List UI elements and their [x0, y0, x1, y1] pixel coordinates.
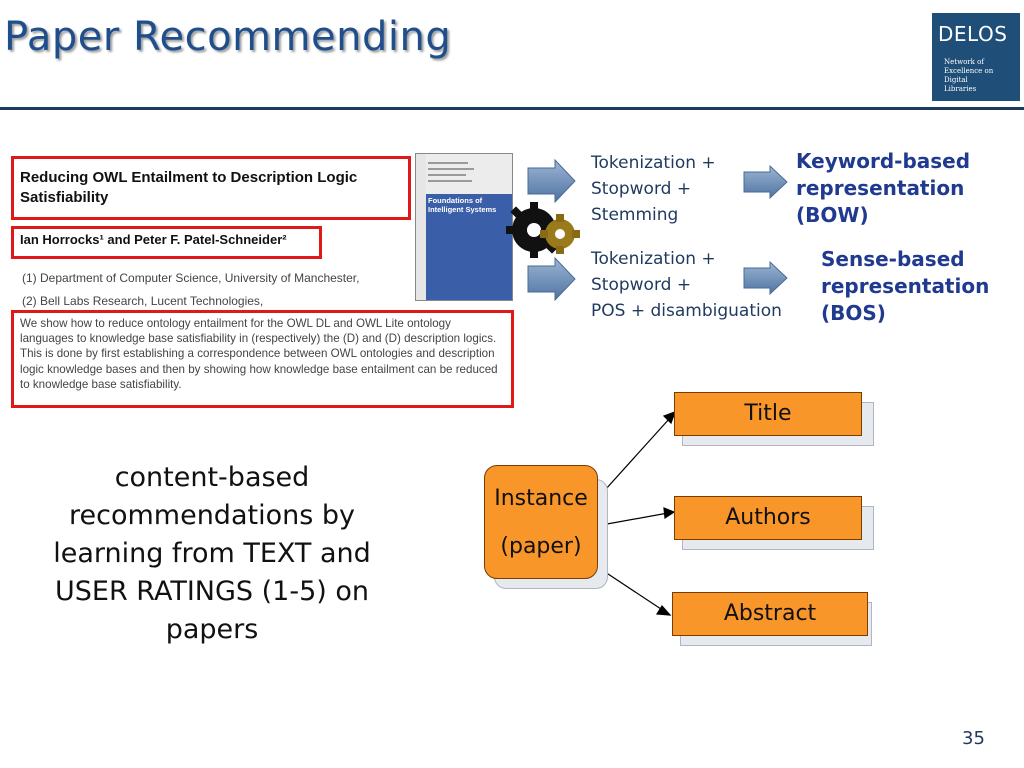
book-title: Foundations of Intelligent Systems	[428, 196, 497, 214]
logo-tagline: Network of Excellence on Digital Librari…	[944, 58, 993, 94]
connector-line	[595, 417, 671, 501]
paper-title-highlight	[11, 156, 411, 220]
instance-label: Instance	[494, 486, 588, 511]
book-spine	[416, 154, 426, 300]
book-cover-image: Foundations of Intelligent Systems	[415, 153, 513, 301]
processing-step: Stopword +	[591, 275, 692, 295]
arrowhead-icon	[663, 507, 676, 520]
representation-label: Sense-based representation (BOS)	[821, 246, 989, 327]
instance-sublabel: (paper)	[500, 534, 582, 559]
paper-abstract: We show how to reduce ontology entailmen…	[20, 317, 498, 391]
delos-logo: DELOS Network of Excellence on Digital L…	[932, 13, 1020, 101]
logo-line: Network of	[944, 58, 984, 66]
logo-line: Excellence on	[944, 67, 994, 75]
processing-step: Tokenization +	[591, 249, 716, 269]
output-arrow-icon	[743, 260, 788, 296]
processing-step: Stopword +	[591, 179, 692, 199]
logo-word: DELOS	[938, 22, 1008, 46]
paper-affiliation: (1) Department of Computer Science, Univ…	[22, 271, 360, 285]
output-arrow-icon	[743, 164, 788, 200]
paper-title: Reducing OWL Entailment to Description L…	[20, 169, 358, 206]
page-number: 35	[962, 728, 985, 749]
title-divider	[0, 107, 1024, 110]
arrowhead-icon	[655, 605, 672, 616]
connector-line	[595, 512, 669, 527]
arrowhead-icon	[662, 410, 677, 425]
abstract-node: Abstract	[672, 592, 868, 636]
book-cover-line	[428, 168, 474, 170]
processing-step: Stemming	[591, 205, 679, 225]
representation-line: representation	[796, 176, 965, 200]
process-arrow-icon	[527, 256, 576, 302]
instance-node: Instance (paper)	[484, 465, 598, 579]
processing-steps: Tokenization + Stopword + Stemming	[591, 150, 716, 228]
processing-step: Tokenization +	[591, 153, 716, 173]
representation-line: (BOS)	[821, 301, 886, 325]
paper-abstract-highlight	[11, 310, 514, 408]
representation-line: Keyword-based	[796, 149, 971, 173]
gears-icon	[506, 202, 580, 258]
representation-line: (BOW)	[796, 203, 869, 227]
logo-line: Libraries	[944, 85, 977, 93]
logo-line: Digital	[944, 76, 968, 84]
paper-authors: Ian Horrocks¹ and Peter F. Patel-Schneid…	[20, 232, 287, 247]
title-node: Title	[674, 392, 862, 436]
slide-title: Paper Recommending	[4, 14, 452, 60]
processing-steps: Tokenization + Stopword + POS + disambig…	[591, 246, 782, 324]
representation-line: representation	[821, 274, 990, 298]
representation-label: Keyword-based representation (BOW)	[796, 148, 970, 229]
book-cover-line	[428, 180, 472, 182]
processing-step: POS + disambiguation	[591, 301, 782, 321]
representation-line: Sense-based	[821, 247, 965, 271]
paper-authors-highlight	[11, 226, 322, 259]
slide-caption: content-based recommendations by learnin…	[53, 462, 371, 645]
book-cover-line	[428, 174, 466, 176]
authors-node: Authors	[674, 496, 862, 540]
book-cover-line	[428, 162, 468, 164]
process-arrow-icon	[527, 158, 576, 204]
paper-affiliation: (2) Bell Labs Research, Lucent Technolog…	[22, 294, 264, 308]
